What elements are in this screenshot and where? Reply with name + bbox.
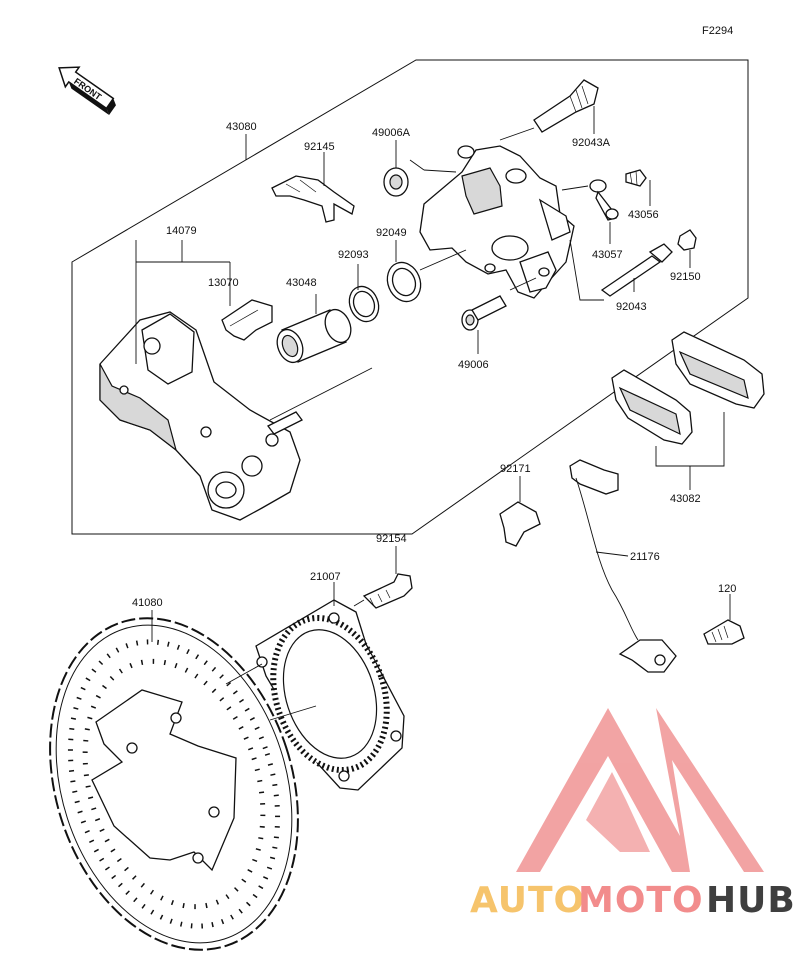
front-arrow-icon: FRONT: [58, 66, 116, 116]
boot-49006A: [383, 167, 409, 197]
abs-sensor-21176: [569, 459, 677, 673]
bolt-120: [703, 619, 745, 645]
pin-92043: [600, 243, 673, 297]
diagram-code: F2294: [702, 25, 733, 37]
piston-43048: [276, 308, 352, 364]
label-92145: 92145: [304, 141, 335, 153]
seal-92093: [348, 285, 380, 323]
label-43080: 43080: [226, 121, 257, 133]
label-92093: 92093: [338, 249, 369, 261]
pad-clip-13070: [221, 299, 273, 341]
label-14079: 14079: [166, 225, 197, 237]
label-49006: 49006: [458, 359, 489, 371]
label-21176: 21176: [630, 551, 660, 563]
seal-92049: [386, 261, 422, 303]
label-41080: 41080: [132, 597, 163, 609]
bleeder-cap-43057: [589, 179, 619, 221]
brake-pads-43082: [611, 331, 765, 445]
label-49006A: 49006A: [372, 127, 411, 139]
abs-rotor-21007: [255, 599, 405, 791]
watermark-moto: MOTO: [578, 880, 704, 921]
caliper-assembly-outline: [71, 59, 749, 535]
label-92043: 92043: [616, 301, 647, 313]
clamp-92171: [499, 501, 541, 547]
plug-92150: [677, 229, 697, 251]
label-43082: 43082: [670, 493, 701, 505]
part-labels: 43080 92145 49006A 92043A 14079 13070 43…: [132, 121, 736, 609]
watermark-logo: [516, 708, 764, 872]
caliper-bracket: [99, 311, 303, 521]
watermark-text: AUTO MOTO HUB: [470, 880, 796, 921]
watermark-logo-icon: [516, 708, 764, 872]
label-120: 120: [718, 583, 736, 595]
caliper-body: [419, 145, 575, 299]
label-43057: 43057: [592, 249, 623, 261]
bolt-92154: [362, 573, 413, 609]
leader-lines: [135, 106, 731, 721]
watermark-auto: AUTO: [470, 880, 585, 921]
label-21007: 21007: [310, 571, 341, 583]
pad-spring-92145: [271, 175, 355, 223]
label-13070: 13070: [208, 277, 239, 289]
label-92049: 92049: [376, 227, 407, 239]
label-92154: 92154: [376, 533, 407, 545]
watermark-hub: HUB: [706, 880, 796, 921]
label-92171: 92171: [500, 463, 531, 475]
label-43048: 43048: [286, 277, 317, 289]
bushing-49006: [461, 295, 507, 331]
label-92150: 92150: [670, 271, 701, 283]
brake-disc-41080: [49, 617, 299, 951]
label-43056: 43056: [628, 209, 659, 221]
pin-92043A: [533, 79, 599, 133]
bleeder-valve-43056: [625, 169, 647, 187]
label-92043A: 92043A: [572, 137, 611, 149]
